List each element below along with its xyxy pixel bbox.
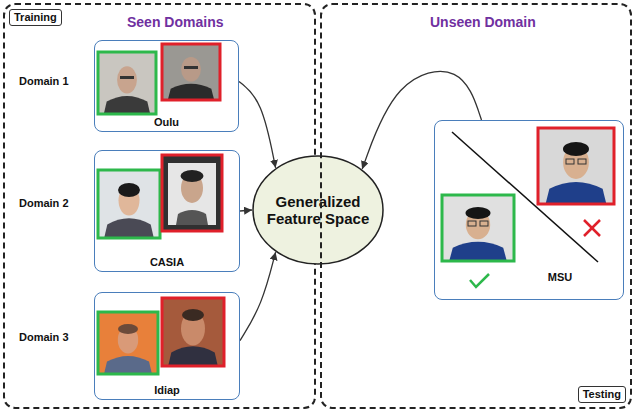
arrow-connector — [239, 81, 276, 167]
face-photo — [98, 52, 156, 114]
panel-heading: Unseen Domain — [430, 14, 536, 30]
domain-box: Domain 3Idiap — [94, 292, 240, 400]
dataset-name: MSU — [535, 271, 585, 284]
face-photo — [442, 195, 514, 261]
domain-label: Domain 3 — [19, 331, 71, 344]
face-photo — [162, 44, 220, 100]
check-mark — [470, 274, 489, 287]
dataset-name: Idiap — [95, 384, 239, 397]
domain-box: Domain 1Oulu — [94, 40, 239, 132]
domain-label: Domain 2 — [19, 197, 71, 210]
face-photo — [98, 312, 158, 374]
testing-panel: Unseen DomainTesting MSU — [320, 3, 632, 409]
panel-tag: Testing — [578, 386, 626, 403]
domain-box: MSU — [434, 120, 624, 300]
feature-space-ellipse: Generalized Feature Space — [252, 155, 384, 265]
face-photo — [162, 155, 222, 231]
domain-label: Domain 1 — [19, 75, 71, 88]
face-photo — [98, 170, 160, 238]
dataset-name: Oulu — [95, 116, 238, 129]
domain-box: Domain 2CASIA — [94, 150, 240, 272]
panel-heading: Seen Domains — [127, 14, 223, 30]
arrow-connector — [240, 252, 276, 340]
cross-mark — [584, 220, 600, 236]
arrow-connector — [240, 210, 252, 211]
face-photo — [538, 128, 614, 204]
dataset-name: CASIA — [95, 256, 239, 269]
panel-tag: Training — [9, 9, 62, 26]
face-photo — [162, 298, 224, 366]
ellipse-label: Generalized Feature Space — [252, 193, 384, 228]
